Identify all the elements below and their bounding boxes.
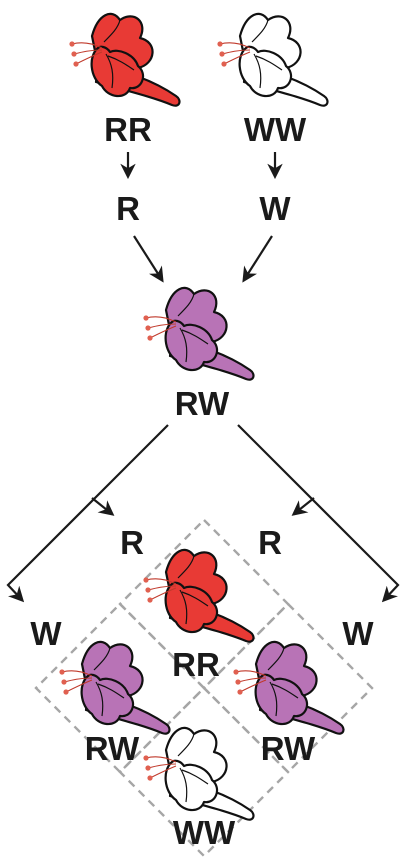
arrow-f1-right-branch bbox=[237, 424, 400, 603]
flower-punnett-white bbox=[143, 726, 255, 821]
arrow-r-to-f1 bbox=[133, 235, 164, 283]
label-gamete-w: W bbox=[259, 190, 291, 227]
punnett-cell-top bbox=[118, 518, 290, 690]
label-f1-genotype: RW bbox=[175, 385, 230, 422]
label-punnett-right: RW bbox=[261, 730, 316, 767]
label-gamete-r: R bbox=[116, 190, 140, 227]
arrow-f1-left-branch bbox=[6, 424, 169, 603]
label-gamete-top-right: R bbox=[258, 524, 282, 561]
arrows bbox=[6, 152, 400, 603]
label-gamete-left: W bbox=[30, 615, 62, 652]
label-parent-white-genotype: WW bbox=[244, 111, 307, 148]
label-punnett-top: RR bbox=[172, 646, 220, 683]
flower-parent-white bbox=[217, 12, 329, 107]
arrow-to-r-left bbox=[91, 497, 115, 516]
flower-parent-red bbox=[69, 12, 181, 107]
label-punnett-left: RW bbox=[85, 730, 140, 767]
arrow-to-r-right bbox=[291, 497, 315, 516]
punnett-cell-right bbox=[202, 602, 374, 774]
flower-f1-pink bbox=[143, 286, 255, 381]
label-parent-red-genotype: RR bbox=[104, 111, 152, 148]
label-gamete-right: W bbox=[342, 615, 374, 652]
punnett-cell-bottom bbox=[118, 686, 290, 858]
flower-punnett-pink-right bbox=[233, 640, 345, 735]
punnett-grid bbox=[34, 518, 374, 858]
flower-punnett-red bbox=[143, 548, 255, 643]
arrow-w-to-f1 bbox=[242, 235, 273, 283]
label-punnett-bottom: WW bbox=[173, 814, 236, 851]
label-gamete-top-left: R bbox=[120, 524, 144, 561]
punnett-cell-left bbox=[34, 602, 206, 774]
flower-punnett-pink-left bbox=[59, 640, 171, 735]
